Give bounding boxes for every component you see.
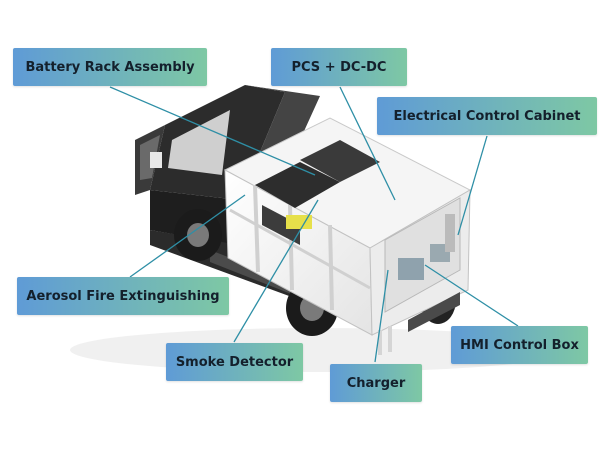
label-hmi-control-box: HMI Control Box xyxy=(451,326,588,364)
callout-lines xyxy=(109,86,519,363)
line-battery xyxy=(109,86,316,176)
label-electrical-control-cabinet: Electrical Control Cabinet xyxy=(377,97,597,135)
hmi-panel xyxy=(398,258,424,280)
label-pcs-dcdc: PCS + DC-DC xyxy=(271,48,407,86)
line-aerosol xyxy=(129,194,246,278)
label-charger: Charger xyxy=(330,364,422,402)
line-pcs xyxy=(339,86,396,201)
line-cabinet xyxy=(457,135,488,236)
mirror xyxy=(150,152,162,168)
line-hmi xyxy=(424,264,519,327)
line-charger xyxy=(374,269,389,363)
line-smoke xyxy=(233,199,319,343)
extinguisher-accent xyxy=(286,215,312,229)
label-smoke-detector: Smoke Detector xyxy=(166,343,303,381)
cargo-box xyxy=(223,117,472,355)
front-wheel xyxy=(174,209,222,261)
label-battery-rack: Battery Rack Assembly xyxy=(13,48,207,86)
label-aerosol-fire-extinguishing: Aerosol Fire Extinguishing xyxy=(17,277,229,315)
